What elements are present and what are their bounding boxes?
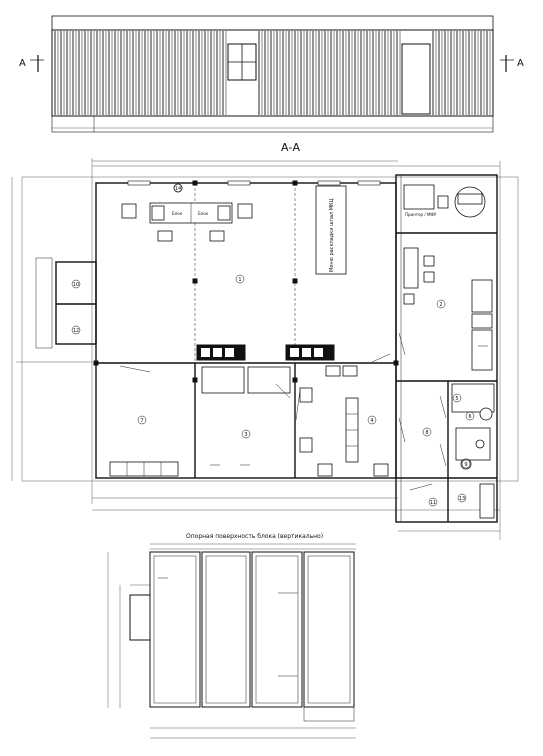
facade-door: [401, 43, 431, 115]
svg-text:4: 4: [370, 418, 373, 424]
svg-text:5: 5: [455, 396, 458, 402]
svg-text:13: 13: [459, 496, 465, 502]
printer-desk: [403, 184, 435, 210]
toilet-cabin: [455, 427, 491, 461]
section-mark-left: A: [19, 58, 26, 69]
svg-text:12: 12: [73, 328, 79, 334]
svg-text:1: 1: [238, 277, 241, 283]
svg-text:6: 6: [468, 414, 471, 420]
wardrobe: [247, 366, 291, 394]
floor-plan: Блок Блок Меню раскладки шпал МКЦ: [11, 158, 519, 540]
plan-windows: [127, 180, 381, 186]
room-number-markers: 1 2 3 4 5 6 7 8 9 10 11 12 13 1: [71, 183, 475, 507]
chair: [157, 230, 173, 242]
svg-text:8: 8: [425, 430, 428, 436]
info-board-label: Меню раскладки шпал МКЦ: [329, 198, 335, 272]
radiator-group: [196, 344, 335, 361]
info-board: [315, 185, 347, 275]
locker: [479, 483, 495, 519]
section-title: А-А: [281, 141, 300, 154]
bench-label-2: Блок: [198, 211, 209, 216]
washbasin: [479, 407, 493, 421]
facade-cladding-ribs: [54, 31, 491, 115]
support-plan: [107, 543, 356, 739]
chair: [209, 230, 225, 242]
kitchen-counter: [471, 279, 493, 313]
facade-elevation: A A: [19, 15, 524, 133]
kitchen-table: [403, 247, 419, 289]
shower: [451, 383, 495, 413]
equipment-label: Принтер / МФУ: [405, 212, 437, 217]
svg-text:14: 14: [175, 186, 181, 192]
svg-text:7: 7: [140, 418, 143, 424]
svg-text:2: 2: [439, 302, 442, 308]
section-mark-right: A: [517, 58, 524, 69]
svg-text:9: 9: [464, 462, 467, 468]
door-swings: [119, 332, 447, 491]
wardrobe: [201, 366, 245, 394]
svg-text:10: 10: [73, 282, 79, 288]
bench-label-1: Блок: [172, 211, 183, 216]
armchair: [237, 203, 253, 219]
support-plan-title: Опорная поверхность блока (вертикально): [186, 533, 323, 540]
svg-text:11: 11: [430, 500, 436, 506]
svg-text:3: 3: [244, 432, 247, 438]
armchair: [121, 203, 137, 219]
